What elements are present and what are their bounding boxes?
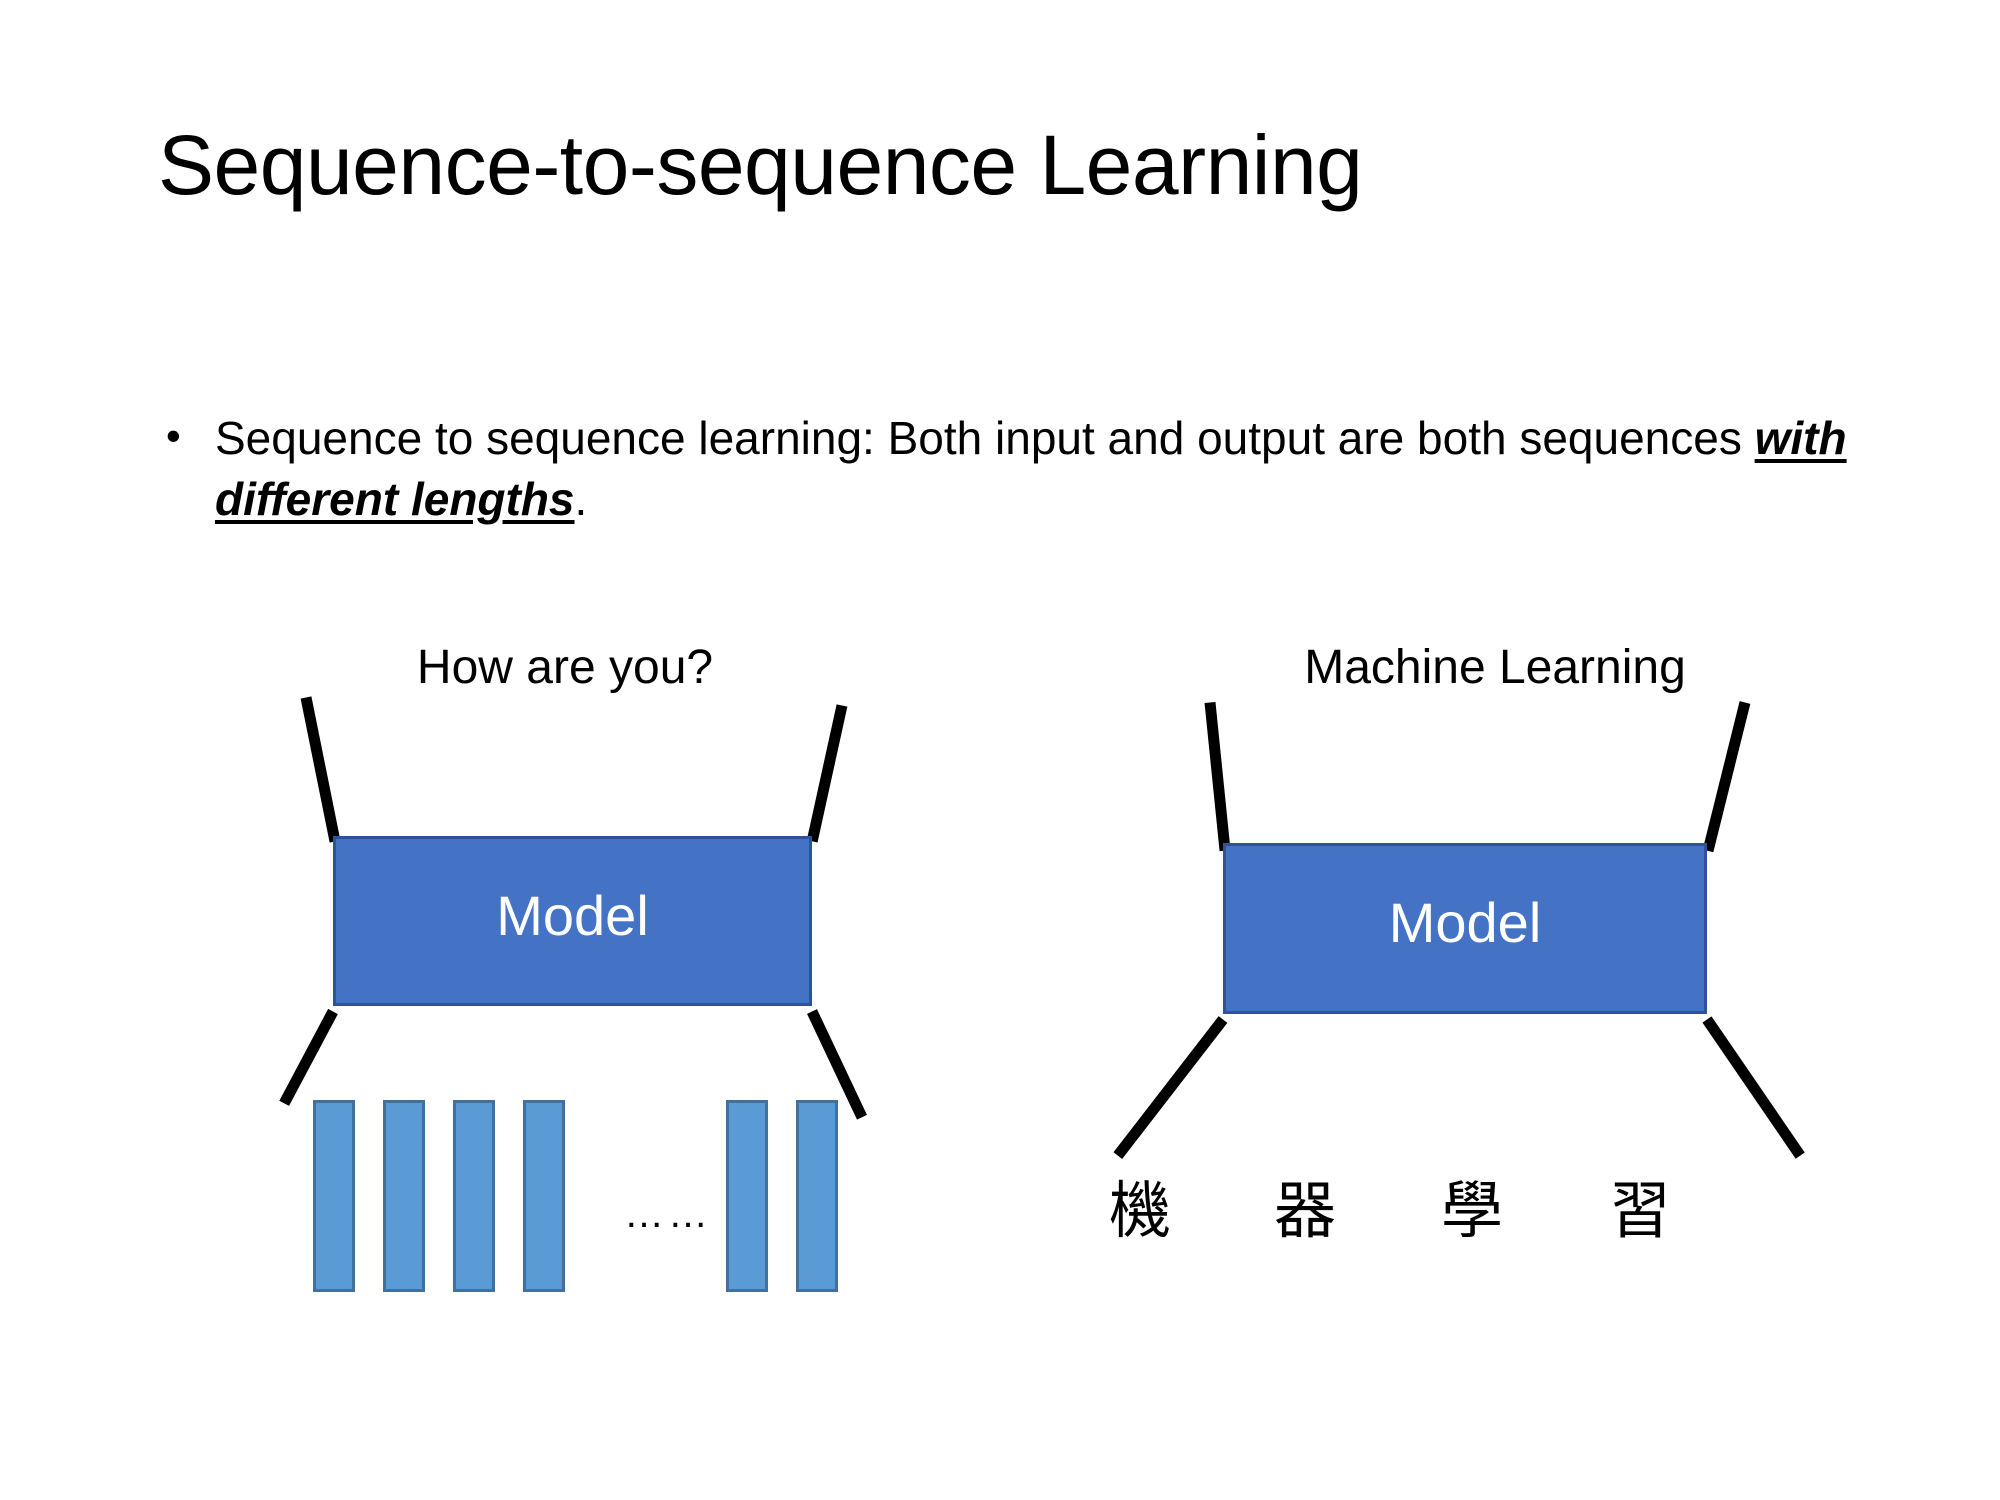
token-bar [726, 1100, 768, 1292]
cjk-token: 習 [1608, 1174, 1671, 1247]
cjk-token: 器 [1273, 1174, 1336, 1247]
encoder-edge-top-left [300, 696, 341, 843]
model-box-right[interactable]: Model [1223, 843, 1707, 1014]
token-bar [796, 1100, 838, 1292]
bullet-line-1: Sequence to sequence learning: Both inpu… [215, 412, 1405, 464]
sequence-ellipsis: …… [624, 1192, 712, 1236]
bullet-line-2-prefix: both sequences [1417, 412, 1755, 464]
token-bar [523, 1100, 565, 1292]
bullet-line-2-suffix: . [574, 472, 588, 525]
token-bar [383, 1100, 425, 1292]
encoder-edge-top-right [806, 704, 848, 843]
model-box-left[interactable]: Model [333, 836, 812, 1006]
token-bar [313, 1100, 355, 1292]
bullet-marker-icon: • [166, 412, 181, 459]
bullet-line-2-emphasis: with different lengths [215, 412, 1847, 525]
encoder-edge-top-left-right-diagram [1204, 701, 1231, 852]
decoder-edge-bottom-left [279, 1008, 338, 1106]
cjk-token: 學 [1440, 1174, 1503, 1247]
slide-body: • Sequence to sequence learning: Both in… [160, 408, 1860, 529]
input-sequence-label-right: Machine Learning [1304, 641, 1686, 694]
model-box-label-left: Model [496, 884, 649, 947]
decoder-edge-bottom-left-right-diagram [1113, 1016, 1228, 1159]
cjk-token: 機 [1108, 1174, 1171, 1247]
page-title: Sequence-to-sequence Learning [158, 118, 1363, 212]
model-box-label-right: Model [1388, 891, 1542, 954]
diagram-english-to-chinese: Machine Learning Model 機 器 學 習 [1000, 0, 2000, 1500]
bullet-item: • Sequence to sequence learning: Both in… [160, 408, 1860, 529]
decoder-edge-bottom-right-right-diagram [1702, 1016, 1805, 1159]
input-sequence-label: How are you? [416, 641, 714, 694]
diagram-english-to-vector-sequence: How are you? Model …… [279, 641, 867, 1292]
token-bar [453, 1100, 495, 1292]
encoder-edge-top-right-right-diagram [1702, 701, 1751, 853]
